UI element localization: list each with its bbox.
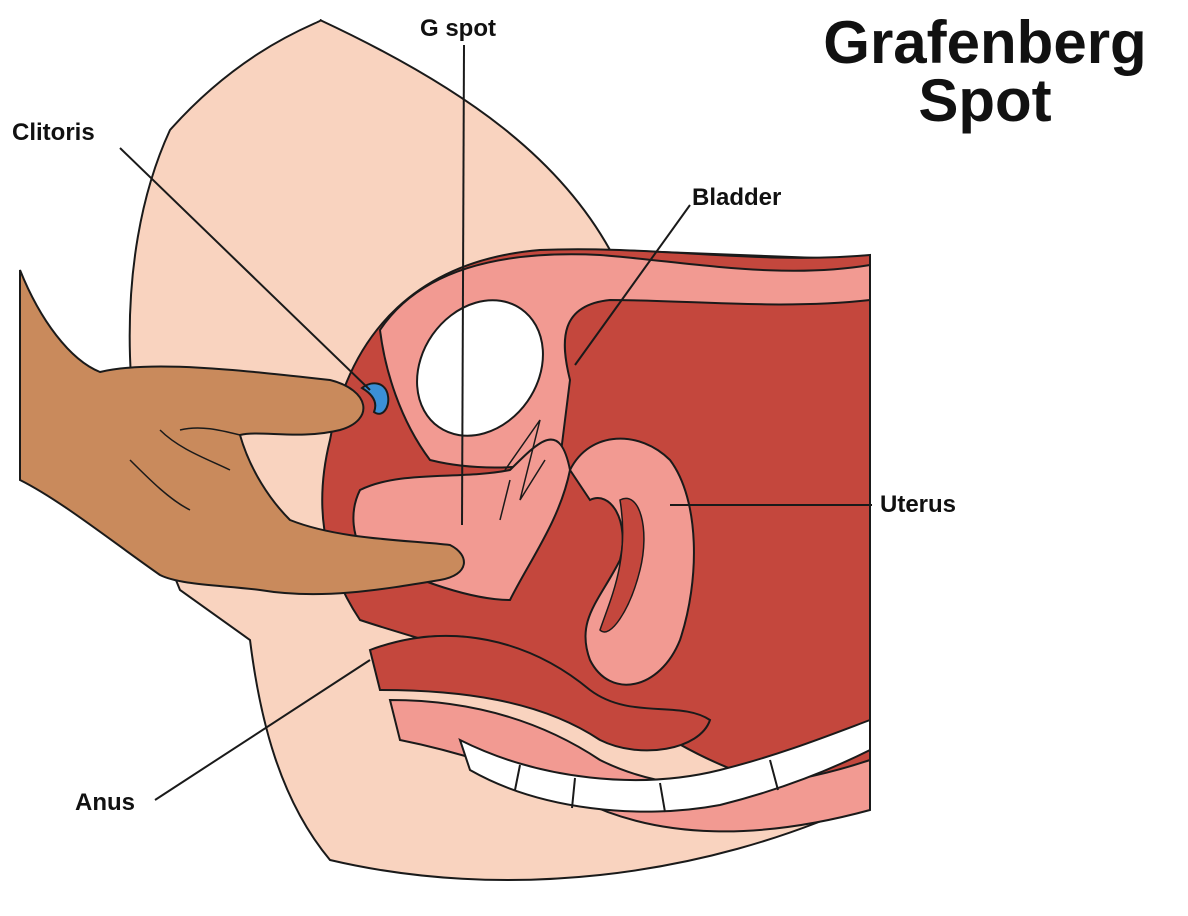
label-anus: Anus xyxy=(75,789,135,816)
title-line-1: Grafenberg xyxy=(790,14,1180,72)
label-g-spot: G spot xyxy=(420,15,496,42)
label-clitoris: Clitoris xyxy=(12,119,95,146)
page-title: Grafenberg Spot xyxy=(790,14,1180,130)
title-line-2: Spot xyxy=(790,72,1180,130)
label-uterus: Uterus xyxy=(880,491,956,518)
label-bladder: Bladder xyxy=(692,184,781,211)
